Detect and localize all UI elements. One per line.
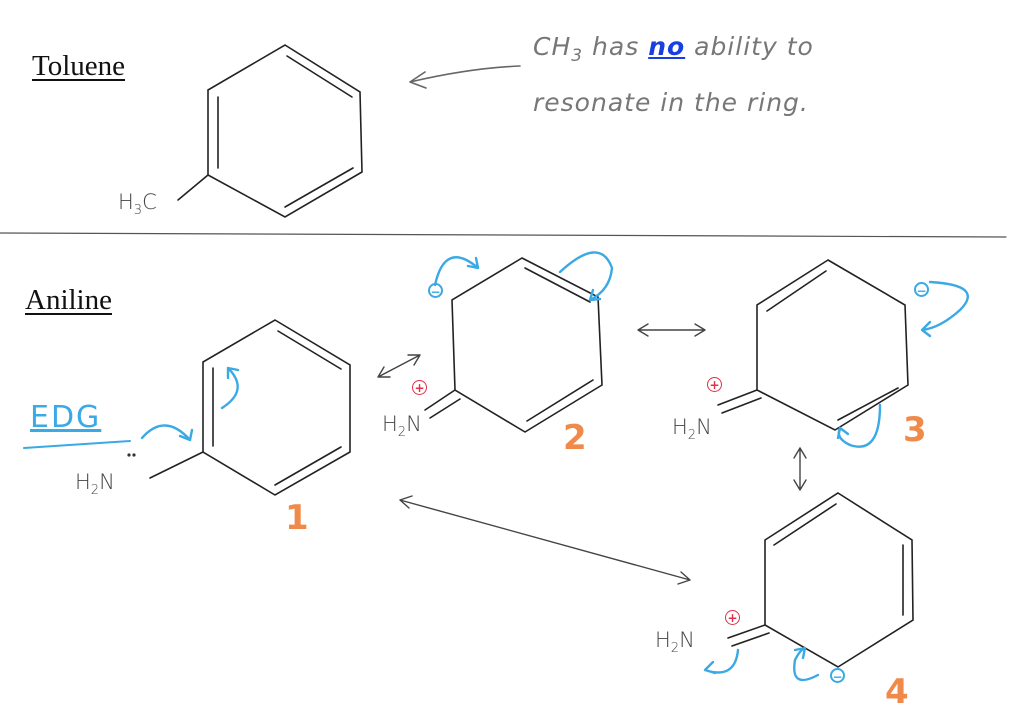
negative-charge-4: − [830,668,845,684]
edg-label: EDG [30,400,102,435]
lone-pair-dots [127,453,136,457]
pointer-arrow [409,65,521,89]
structure-number-4: 4 [885,672,909,712]
structure-number-2: 2 [563,418,587,458]
h2n-label-2: H2N [382,412,422,441]
toluene-heading: Toluene [32,50,125,82]
negative-charge-2: − [428,283,443,299]
electron-push-arrows [23,251,969,682]
positive-charge-2: + [412,380,427,395]
note-line-2: resonate in the ring. [533,88,809,117]
resonance-ring-4 [727,492,914,668]
positive-charge-3: + [707,377,722,392]
aniline-heading: Aniline [25,284,112,316]
positive-charge-4: + [725,610,740,625]
aniline-ring-1 [149,319,351,496]
note-line-1: CH3 has no ability to [533,32,814,66]
h2n-label-4: H2N [655,628,695,657]
h2n-label-1: H2N [75,470,115,499]
structure-number-3: 3 [903,410,927,450]
h3c-label: H3C [118,190,157,219]
h2n-label-3: H2N [672,415,712,444]
section-divider [0,232,1007,238]
structure-number-1: 1 [285,498,309,538]
resonance-ring-2 [424,257,603,433]
toluene-ring [177,44,363,218]
negative-charge-3: − [914,282,929,298]
resonance-arrows [377,323,807,585]
resonance-ring-3 [717,259,909,431]
emphasis-no: no [648,32,686,61]
